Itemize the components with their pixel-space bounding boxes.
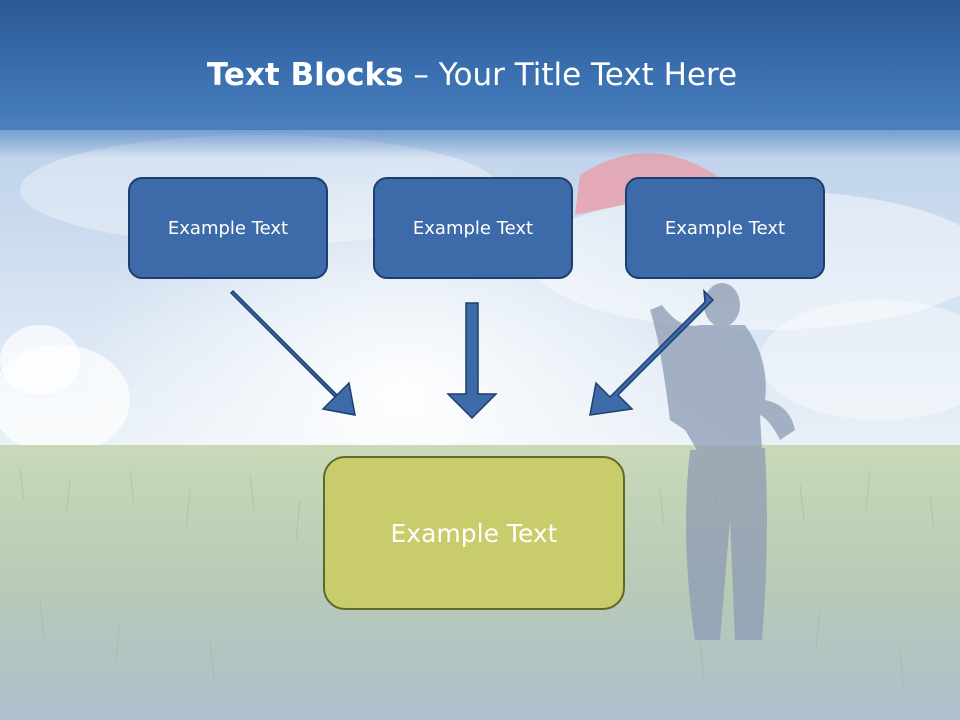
title-bar-fade (0, 118, 960, 158)
text-box-2[interactable]: Example Text (373, 177, 573, 279)
slide-title: Text Blocks – Your Title Text Here (0, 55, 944, 95)
text-box-3[interactable]: Example Text (625, 177, 825, 279)
title-bold-part: Text Blocks (206, 57, 404, 93)
main-text-box[interactable]: Example Text (323, 456, 625, 610)
text-box-1-label: Example Text (167, 217, 289, 239)
text-box-3-label: Example Text (664, 217, 786, 239)
title-bar (0, 0, 960, 130)
text-box-2-label: Example Text (412, 217, 534, 239)
title-separator: – (403, 57, 439, 93)
main-text-box-label: Example Text (390, 518, 558, 548)
title-rest-part: Your Title Text Here (438, 57, 738, 93)
text-box-1[interactable]: Example Text (128, 177, 328, 279)
